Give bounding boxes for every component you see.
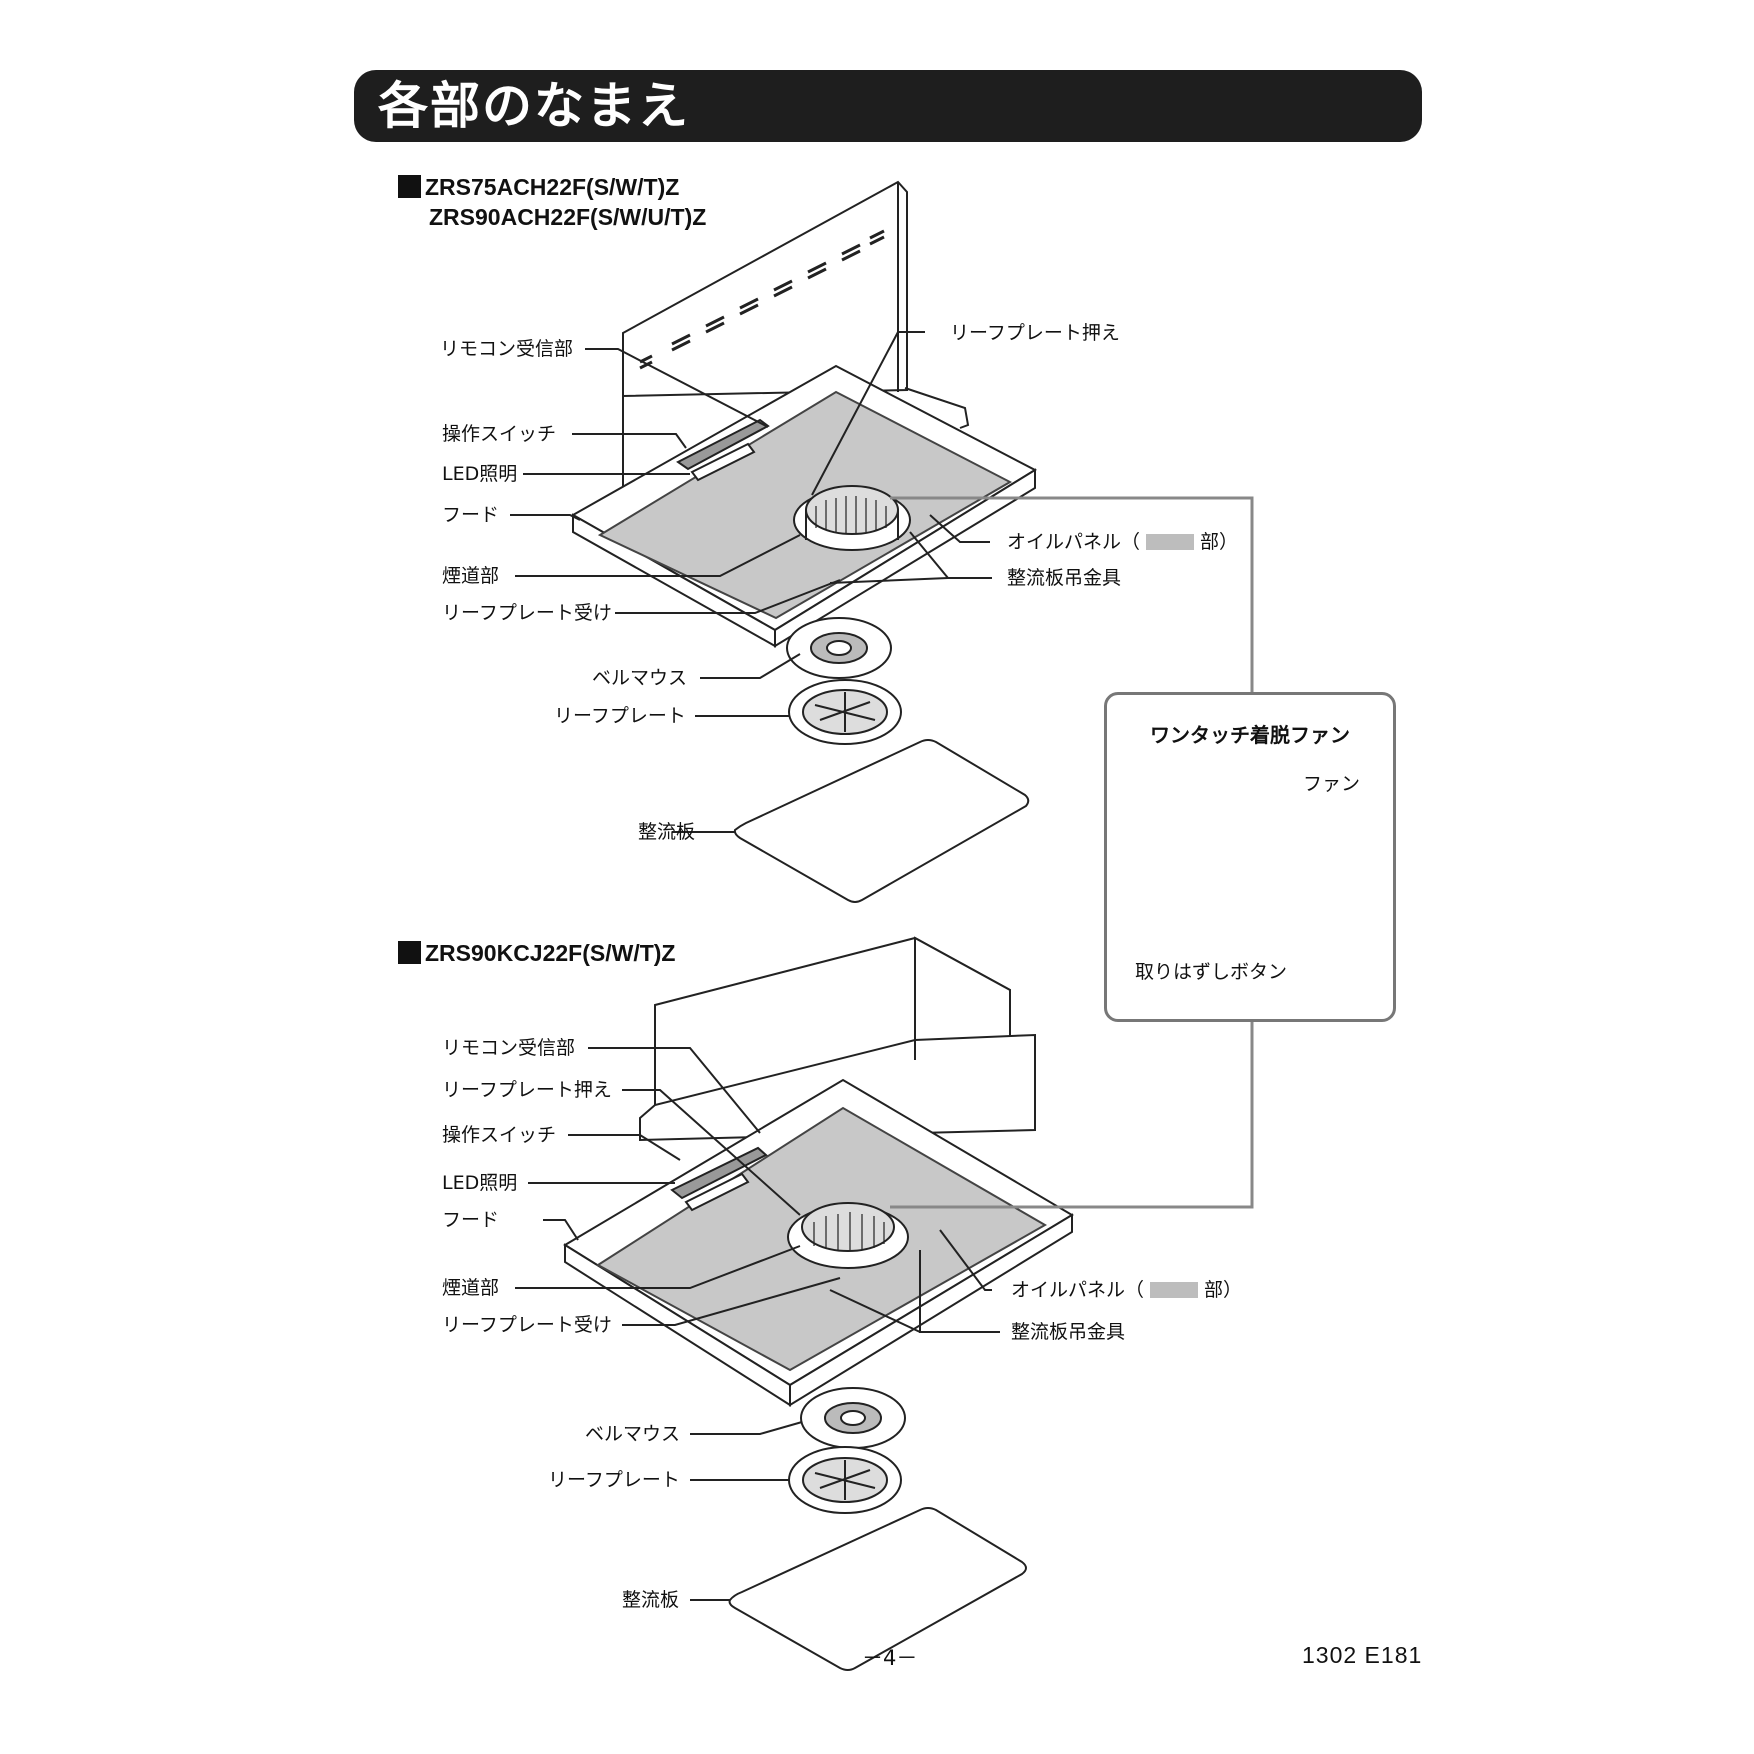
label-leaf-plate-a: リーフプレート: [554, 705, 686, 727]
label-release-button: 取りはずしボタン: [1135, 961, 1288, 983]
label-leaf-plate-b: リーフプレート: [548, 1469, 680, 1491]
square-bullet-icon: [398, 175, 421, 198]
label-oil-panel-b: オイルパネル（部）: [1011, 1279, 1243, 1301]
label-leaf-receiver-b: リーフプレート受け: [442, 1314, 612, 1336]
model-b-line1: ZRS90KCJ22F(S/W/T)Z: [425, 940, 676, 966]
page-number: －4－: [862, 1646, 918, 1670]
section-header: 各部のなまえ: [354, 70, 1422, 142]
model-a-line2: ZRS90ACH22F(S/W/U/T)Z: [429, 204, 707, 230]
label-led-a: LED照明: [442, 463, 518, 485]
model-a-title: ZRS75ACH22F(S/W/T)Z ZRS90ACH22F(S/W/U/T)…: [398, 172, 706, 232]
label-leaf-holder-a: リーフプレート押え: [950, 322, 1120, 344]
label-flue-a: 煙道部: [442, 565, 500, 587]
model-b-title: ZRS90KCJ22F(S/W/T)Z: [398, 938, 675, 968]
square-bullet-icon: [398, 941, 421, 964]
gray-swatch: [1146, 534, 1195, 550]
label-oil-panel-a: オイルパネル（部）: [1007, 531, 1239, 553]
label-bellmouth-a: ベルマウス: [592, 667, 688, 689]
label-fan: ファン: [1303, 773, 1361, 795]
label-leaf-receiver-a: リーフプレート受け: [442, 602, 612, 624]
model-b-drawing: [515, 936, 1254, 1671]
label-baffle-a: 整流板: [638, 821, 696, 843]
label-flue-b: 煙道部: [442, 1277, 500, 1299]
label-bellmouth-b: ベルマウス: [585, 1423, 681, 1445]
label-remocon-b: リモコン受信部: [442, 1037, 576, 1059]
label-switch-b: 操作スイッチ: [442, 1124, 557, 1146]
label-remocon-a: リモコン受信部: [440, 338, 574, 360]
document-code: 1302 E181: [1302, 1642, 1423, 1668]
label-baffle-b: 整流板: [622, 1589, 680, 1611]
gray-swatch: [1150, 1282, 1199, 1298]
label-hood-b: フード: [442, 1209, 500, 1231]
label-hood-a: フード: [442, 504, 500, 526]
label-switch-a: 操作スイッチ: [442, 423, 557, 445]
model-a-line1: ZRS75ACH22F(S/W/T)Z: [425, 174, 680, 200]
label-bracket-b: 整流板吊金具: [1011, 1321, 1126, 1343]
label-led-b: LED照明: [442, 1172, 518, 1194]
label-leaf-holder-b: リーフプレート押え: [442, 1079, 612, 1101]
fan-detail-box: ワンタッチ着脱ファン ファン 取りはずしボタン: [1104, 692, 1396, 1022]
model-a-drawing: [510, 180, 1254, 903]
fan-box-title: ワンタッチ着脱ファン: [1150, 723, 1350, 747]
label-bracket-a: 整流板吊金具: [1007, 567, 1122, 589]
page-title: 各部のなまえ: [378, 77, 690, 135]
